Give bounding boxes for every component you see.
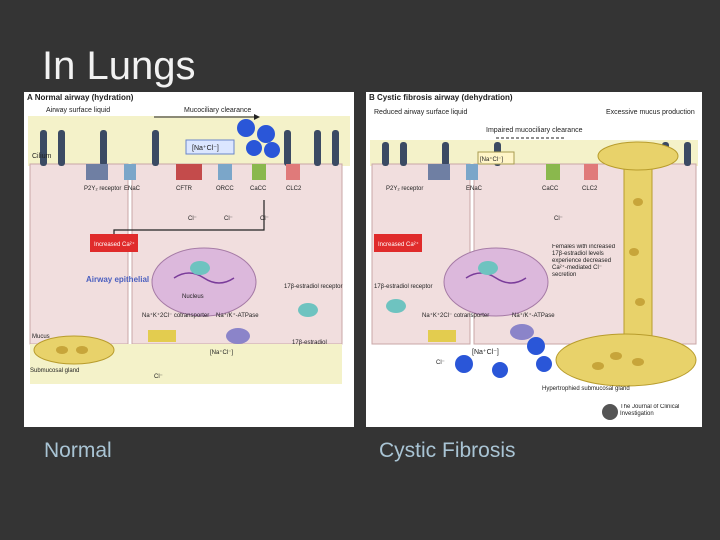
nkcc-label: Na⁺K⁺2Cl⁻ cotransporter [422,312,489,319]
reduced-asl-label: Reduced airway surface liquid [374,109,467,116]
nkcc-cotransporter [148,330,176,342]
channel-label-orcc: ORCC [216,186,234,192]
p2y2-receptor [86,164,108,180]
journal-logo [602,404,618,420]
enac-channel [124,164,136,180]
nacl-bottom-label: [Na⁺Cl⁻] [210,349,233,356]
cftr-channel [176,164,202,180]
cl-label: Cl⁻ [188,216,197,222]
airway-surface-liquid-label: Airway surface liquid [46,107,110,114]
nkcc-cotransporter [428,330,456,342]
cl-label: Cl⁻ [154,374,163,380]
clc2-channel [584,164,598,180]
estradiol-receptor-label: 17β-estradiol receptor [374,284,432,290]
cystic-fibrosis-airway-diagram: B Cystic fibrosis airway (dehydration) R… [366,92,702,427]
increased-ca-label: Increased Ca²⁺ [378,241,419,248]
panel-b-title: B Cystic fibrosis airway (dehydration) [369,93,513,102]
enac-channel [466,164,478,180]
nucleus [444,248,548,316]
submucosal-gland-label: Submucosal gland [30,368,79,374]
cacc-channel [546,164,560,180]
normal-airway-diagram: A Normal airway (hydration) Airway surfa… [24,92,354,427]
cilium-label: Cilium [32,153,52,160]
estradiol-receptor-in-nucleus [190,261,210,275]
nucleus-label: Nucleus [182,294,204,300]
channel-label-clc2: CLC2 [286,186,302,192]
submucosal-gland [34,336,114,364]
cacc-channel [252,164,266,180]
estradiol-receptor-in-nucleus [478,261,498,275]
nucleus [152,248,256,316]
nacl-bottom-label: [Na⁺Cl⁻] [472,349,499,356]
channel-label-enac: ENaC [124,186,141,192]
channel-label-p2y2: P2Y₂ receptor [84,186,121,192]
caption-cystic-fibrosis: Cystic Fibrosis [379,439,516,463]
impaired-clearance-label: Impaired mucociliary clearance [486,127,583,134]
estradiol-receptor [386,299,406,313]
caption-normal: Normal [44,439,112,463]
cl-label: Cl⁻ [436,360,445,366]
nacl-label: [Na⁺Cl⁻] [480,156,503,163]
mucus-label: Mucus [32,334,50,340]
channel-label-cacc: CaCC [542,186,559,192]
na-k-atpase [510,324,534,340]
hypertrophied-gland-label: Hypertrophied submucosal gland [542,386,630,392]
channel-label-cftr: CFTR [176,186,193,192]
slide-title: In Lungs [42,44,195,89]
nkcc-label: Na⁺K⁺2Cl⁻ cotransporter [142,312,209,319]
channel-label-clc2: CLC2 [582,186,598,192]
orcc-channel [218,164,232,180]
atpase-label: Na⁺/K⁺-ATPase [216,312,259,319]
nacl-label: [Na⁺Cl⁻] [192,145,219,152]
cl-label: Cl⁻ [224,216,233,222]
na-k-atpase [226,328,250,344]
atpase-label: Na⁺/K⁺-ATPase [512,312,555,319]
estradiol-label: 17β-estradiol [292,340,327,346]
channel-label-p2y2: P2Y₂ receptor [386,186,423,192]
estradiol-receptor [298,303,318,317]
journal-label: The Journal of Clinical Investigation [620,404,696,417]
clc2-channel [286,164,300,180]
panel-a-title: A Normal airway (hydration) [27,93,134,102]
p2y2-receptor [428,164,450,180]
mucociliary-clearance-label: Mucociliary clearance [184,107,251,114]
channel-label-enac: ENaC [466,186,483,192]
channel-label-cacc: CaCC [250,186,267,192]
cl-label: Cl⁻ [554,216,563,222]
females-note: Females with increased 17β-estradiol lev… [552,244,622,278]
increased-ca-label: Increased Ca²⁺ [94,241,135,248]
excessive-mucus-label: Excessive mucus production [606,109,695,116]
estradiol-receptor-label: 17β-estradiol receptor [284,284,342,290]
